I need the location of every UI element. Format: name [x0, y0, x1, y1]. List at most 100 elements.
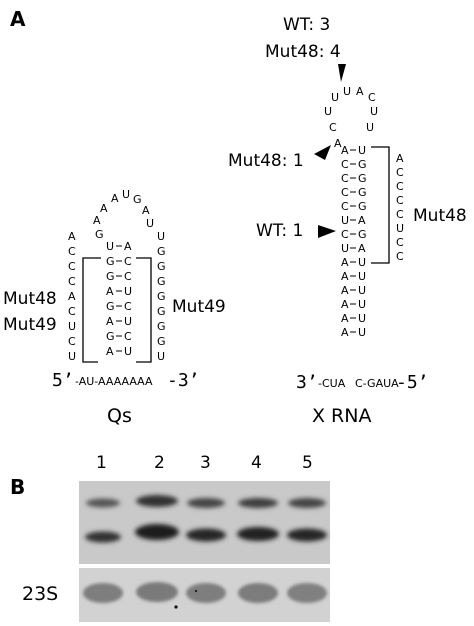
xrna-structure: WT: 3 Mut48: 4 A C U U U A C U U A C C C… [228, 15, 467, 427]
xrna-stem-nt: U [358, 326, 366, 339]
qs-stem-nt: C [124, 255, 132, 268]
xrna-flank-nt: C [396, 180, 404, 193]
lane-number: 1 [96, 453, 107, 473]
xrna-stem-nt: A [341, 298, 349, 311]
blot-band [136, 582, 178, 602]
xrna-stem-nt: G [358, 228, 367, 241]
qs-bracket-mut49 [136, 257, 152, 363]
xrna-loop-nt: A [356, 85, 364, 98]
qs-stem-nt: U [124, 345, 132, 358]
xrna-tail-left: -CUA [318, 377, 346, 390]
qs-five-prime: 5’ [52, 370, 74, 391]
qs-flank-nt: C [68, 335, 76, 348]
qs-stem-nt: G [106, 255, 115, 268]
xrna-stem-nt: C [341, 158, 349, 171]
qs-loop-nt: A [93, 214, 101, 227]
xrna-stem-nt: U [341, 214, 349, 227]
xrna-stem-nt: A [341, 326, 349, 339]
qs-loop-nt: A [142, 204, 150, 217]
arrowhead-icon [338, 64, 346, 82]
qs-label-mut49-left: Mut49 [3, 315, 57, 335]
qs-loop: A A U G A A U G [93, 188, 154, 241]
qs-flank-nt: G [157, 260, 166, 273]
qs-loop-nt: A [100, 202, 108, 215]
xrna-stem-nt: A [341, 312, 349, 325]
xrna-loop-nt: A [334, 137, 342, 150]
xrna-flank-nt: C [396, 236, 404, 249]
qs-loop-nt: U [122, 188, 130, 201]
qs-flank-nt: C [68, 275, 76, 288]
xrna-stem-nt: U [341, 242, 349, 255]
qs-flank-nt: C [68, 260, 76, 273]
xrna-stem-nt: G [358, 186, 367, 199]
qs-stem-nt: U [124, 315, 132, 328]
xrna-loop-nt: C [368, 91, 376, 104]
xrna-stem-nt: G [358, 200, 367, 213]
qs-flank-nt: C [68, 245, 76, 258]
qs-loop-nt: G [95, 228, 104, 241]
lane-numbers: 1 2 3 4 5 [96, 453, 313, 473]
qs-stem-nt: U [106, 240, 114, 253]
blot-band [287, 583, 327, 603]
blot-band [85, 531, 121, 543]
qs-structure: A A U G A A U G U G G A G A G A [3, 188, 226, 427]
blot-band [287, 528, 327, 542]
xrna-annotation-wt-side: WT: 1 [256, 221, 303, 241]
xrna-three-prime: 3’ [296, 372, 318, 393]
qs-stem-nt: C [124, 300, 132, 313]
blot-band [136, 495, 178, 507]
panel-a-letter: A [10, 7, 26, 31]
xrna-label-mut48: Mut48 [413, 206, 467, 226]
qs-flank-nt: G [157, 275, 166, 288]
xrna-stem-nt: G [358, 172, 367, 185]
xrna-flank-nt: C [396, 166, 404, 179]
panel-b-letter: B [10, 475, 25, 499]
xrna-stem-nt: C [341, 228, 349, 241]
qs-flank-nt: G [157, 245, 166, 258]
qs-loop-nt: A [111, 192, 119, 205]
blot-band [238, 583, 278, 603]
xrna-loop: A C U U U A C U U [324, 85, 378, 150]
blot-speck [194, 589, 198, 593]
xrna-flank-nt: C [396, 194, 404, 207]
xrna-flank-nt: A [396, 152, 404, 165]
blot-band [86, 498, 120, 508]
xrna-stem-nt: A [341, 270, 349, 283]
xrna-loop-nt: U [366, 121, 374, 134]
qs-stem-nt: G [106, 270, 115, 283]
xrna-five-prime: -5’ [396, 372, 429, 393]
xrna-stem-nt: C [341, 172, 349, 185]
xrna-loop-nt: C [329, 121, 337, 134]
qs-flank-nt: U [157, 350, 165, 363]
qs-label-mut49-right: Mut49 [172, 297, 226, 317]
blot-band [135, 524, 179, 540]
xrna-stem-nt: A [341, 144, 349, 157]
loading-control-blot [79, 568, 330, 622]
lane-number: 3 [200, 453, 211, 473]
qs-stem-nt: G [106, 330, 115, 343]
qs-flank-nt: U [157, 230, 165, 243]
xrna-loop-nt: U [370, 105, 378, 118]
lane-number: 2 [154, 453, 165, 473]
xrna-stem-left: A C C C C U C U A A A A A A [341, 144, 349, 339]
xrna-loop-nt: U [343, 85, 351, 98]
xrna-stem-nt: A [341, 284, 349, 297]
qs-flank-nt: U [68, 350, 76, 363]
xrna-stem-nt: U [358, 298, 366, 311]
row-label-23s: 23S [22, 583, 58, 605]
qs-stem-nt: A [124, 240, 132, 253]
xrna-pair-dashes [350, 149, 356, 333]
qs-stem-nt: C [124, 270, 132, 283]
xrna-annotation-wt-top: WT: 3 [283, 15, 330, 35]
blot-band [186, 583, 226, 603]
xrna-annotation-mut48-side: Mut48: 1 [228, 151, 304, 171]
xrna-stem-nt: U [358, 312, 366, 325]
qs-stem-nt: U [124, 285, 132, 298]
arrowhead-icon [318, 225, 336, 238]
blot-band [288, 498, 326, 508]
blot-band [237, 527, 279, 541]
qs-three-prime: -3’ [167, 370, 200, 391]
qs-caption: Qs [107, 405, 132, 427]
qs-stem-right: A C C U C U C U [124, 240, 132, 358]
xrna-stem-nt: A [358, 242, 366, 255]
